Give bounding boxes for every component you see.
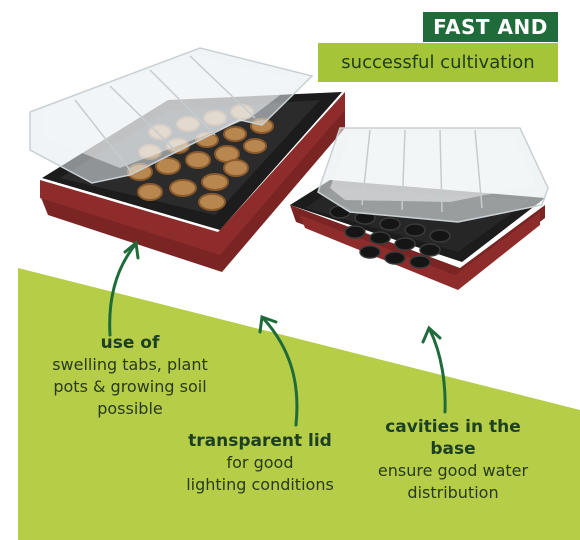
callout-cavities: cavities in the base ensure good water d… (358, 416, 548, 504)
headline-line2: successful cultivation (341, 52, 535, 73)
arrow-transparent-lid-head (258, 314, 278, 334)
callout-cavities-title: cavities in the (385, 417, 521, 437)
callout-use-of-title: use of (100, 333, 160, 353)
green-diagonal-background (18, 268, 580, 540)
arrow-cavities (428, 328, 447, 414)
callout-use-of: use of swelling tabs, plant pots & growi… (30, 332, 230, 420)
arrow-use-of-head (123, 240, 140, 260)
callout-transparent-lid-title: transparent lid (188, 431, 332, 451)
arrow-cavities-head (421, 325, 442, 344)
callout-cavities-line2: distribution (407, 483, 499, 502)
headline-badge-cultivation: successful cultivation (318, 43, 558, 82)
callout-cavities-line1: ensure good water (377, 461, 529, 480)
callout-transparent-lid: transparent lid for good lighting condit… (170, 430, 350, 496)
callout-use-of-line2: pots & growing soil (53, 377, 207, 396)
left-propagator-tray-image (29, 47, 345, 272)
callout-transparent-lid-line1: for good (226, 453, 294, 472)
callout-transparent-lid-line2: lighting conditions (186, 475, 334, 494)
callout-arrows (108, 240, 447, 427)
callout-cavities-title2: base (430, 439, 476, 459)
headline-line1: FAST AND (433, 15, 548, 39)
arrow-transparent-lid (261, 316, 299, 427)
arrow-use-of (108, 243, 137, 337)
headline-badge-fast-and: FAST AND (423, 12, 558, 42)
right-propagator-tray-image (290, 127, 549, 290)
callout-use-of-line3: possible (97, 399, 163, 418)
callout-use-of-line1: swelling tabs, plant (52, 355, 208, 374)
